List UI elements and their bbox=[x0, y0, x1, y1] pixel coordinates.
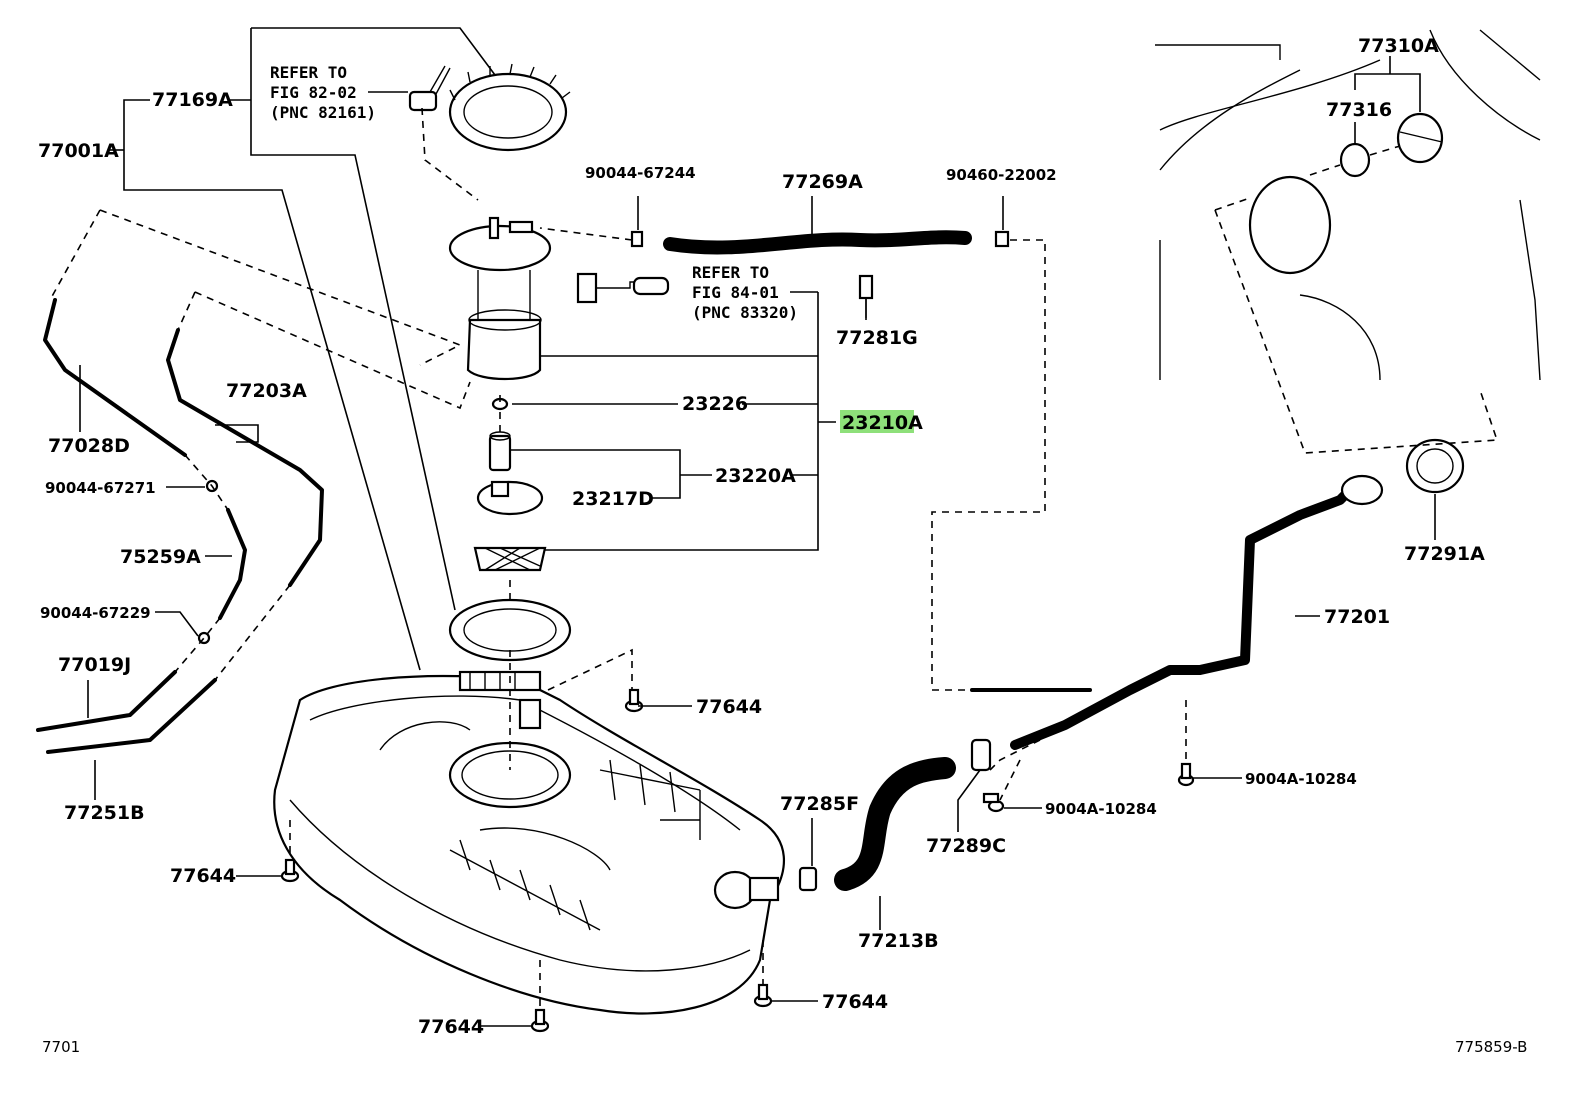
callout-77281G[interactable]: 77281G bbox=[836, 327, 918, 349]
callout-77001A[interactable]: 77001A bbox=[38, 140, 119, 162]
callout-highlight bbox=[840, 410, 914, 433]
callout-77644-d[interactable]: 77644 bbox=[822, 991, 888, 1013]
callout-75259A[interactable]: 75259A bbox=[120, 546, 201, 568]
callout-77285F[interactable]: 77285F bbox=[780, 793, 859, 815]
refer-b-line3: (PNC 83320) bbox=[692, 303, 798, 322]
filler-hose-77213B bbox=[798, 738, 992, 892]
sensor-wire bbox=[576, 272, 670, 304]
callout-9004A-10284-b[interactable]: 9004A-10284 bbox=[1045, 800, 1157, 818]
fuel-tank-illustration bbox=[273, 670, 786, 1015]
callout-77201[interactable]: 77201 bbox=[1324, 606, 1390, 628]
refer-a-line2: FIG 82-02 bbox=[270, 83, 357, 102]
callout-23210A[interactable]: 23210A bbox=[842, 412, 923, 434]
callout-77203A[interactable]: 77203A bbox=[226, 380, 307, 402]
callout-90044-67229[interactable]: 90044-67229 bbox=[40, 604, 151, 622]
callout-77028D[interactable]: 77028D bbox=[48, 435, 130, 457]
figure-number: 7701 bbox=[42, 1038, 80, 1056]
callout-77644-c[interactable]: 77644 bbox=[418, 1016, 484, 1038]
callout-90460-22002[interactable]: 90460-22002 bbox=[946, 166, 1057, 184]
assembly-dash-lines bbox=[49, 107, 1499, 1010]
refer-a-line1: REFER TO bbox=[270, 63, 347, 82]
reference-note-82-02: REFER TO FIG 82-02 (PNC 82161) bbox=[270, 63, 376, 122]
fuel-tubes-left bbox=[36, 298, 324, 754]
callout-23226[interactable]: 23226 bbox=[682, 393, 748, 415]
illustration-code: 775859-B bbox=[1455, 1038, 1527, 1056]
callout-labels: 77001A 77169A 77028D 77203A 90044-67271 … bbox=[38, 35, 1485, 1038]
reference-note-84-01: REFER TO FIG 84-01 (PNC 83320) bbox=[692, 263, 798, 322]
callout-23220A[interactable]: 23220A bbox=[715, 465, 796, 487]
callout-77644-a[interactable]: 77644 bbox=[696, 696, 762, 718]
callout-77291A[interactable]: 77291A bbox=[1404, 543, 1485, 565]
refer-a-line3: (PNC 82161) bbox=[270, 103, 376, 122]
filler-neck-seal bbox=[1405, 438, 1465, 494]
pump-retainer-ring bbox=[448, 63, 571, 152]
leader-lines bbox=[79, 27, 1436, 1027]
callout-23217D[interactable]: 23217D bbox=[572, 488, 654, 510]
refer-b-line2: FIG 84-01 bbox=[692, 283, 779, 302]
callout-90044-67244[interactable]: 90044-67244 bbox=[585, 164, 696, 182]
callout-77644-b[interactable]: 77644 bbox=[170, 865, 236, 887]
refer-b-line1: REFER TO bbox=[692, 263, 769, 282]
callout-9004A-10284-a[interactable]: 9004A-10284 bbox=[1245, 770, 1357, 788]
callout-77169A[interactable]: 77169A bbox=[152, 89, 233, 111]
fuel-filter bbox=[476, 480, 544, 516]
vent-hose-77269A bbox=[630, 230, 1010, 255]
callout-77289C[interactable]: 77289C bbox=[926, 835, 1006, 857]
gauge-connector bbox=[408, 65, 451, 112]
callout-77310A[interactable]: 77310A bbox=[1358, 35, 1439, 57]
fuel-door-area bbox=[1155, 29, 1541, 381]
callout-77213B[interactable]: 77213B bbox=[858, 930, 939, 952]
fuel-pump-motor bbox=[488, 431, 512, 472]
callout-77019J[interactable]: 77019J bbox=[58, 654, 131, 676]
fuel-strainer bbox=[473, 546, 547, 572]
callout-77251B[interactable]: 77251B bbox=[64, 802, 145, 824]
filler-pipe-77201 bbox=[970, 474, 1384, 750]
callout-77316[interactable]: 77316 bbox=[1326, 99, 1392, 121]
callout-90044-67271[interactable]: 90044-67271 bbox=[45, 479, 156, 497]
fuel-pump-assembly bbox=[448, 216, 552, 381]
callout-77269A[interactable]: 77269A bbox=[782, 171, 863, 193]
